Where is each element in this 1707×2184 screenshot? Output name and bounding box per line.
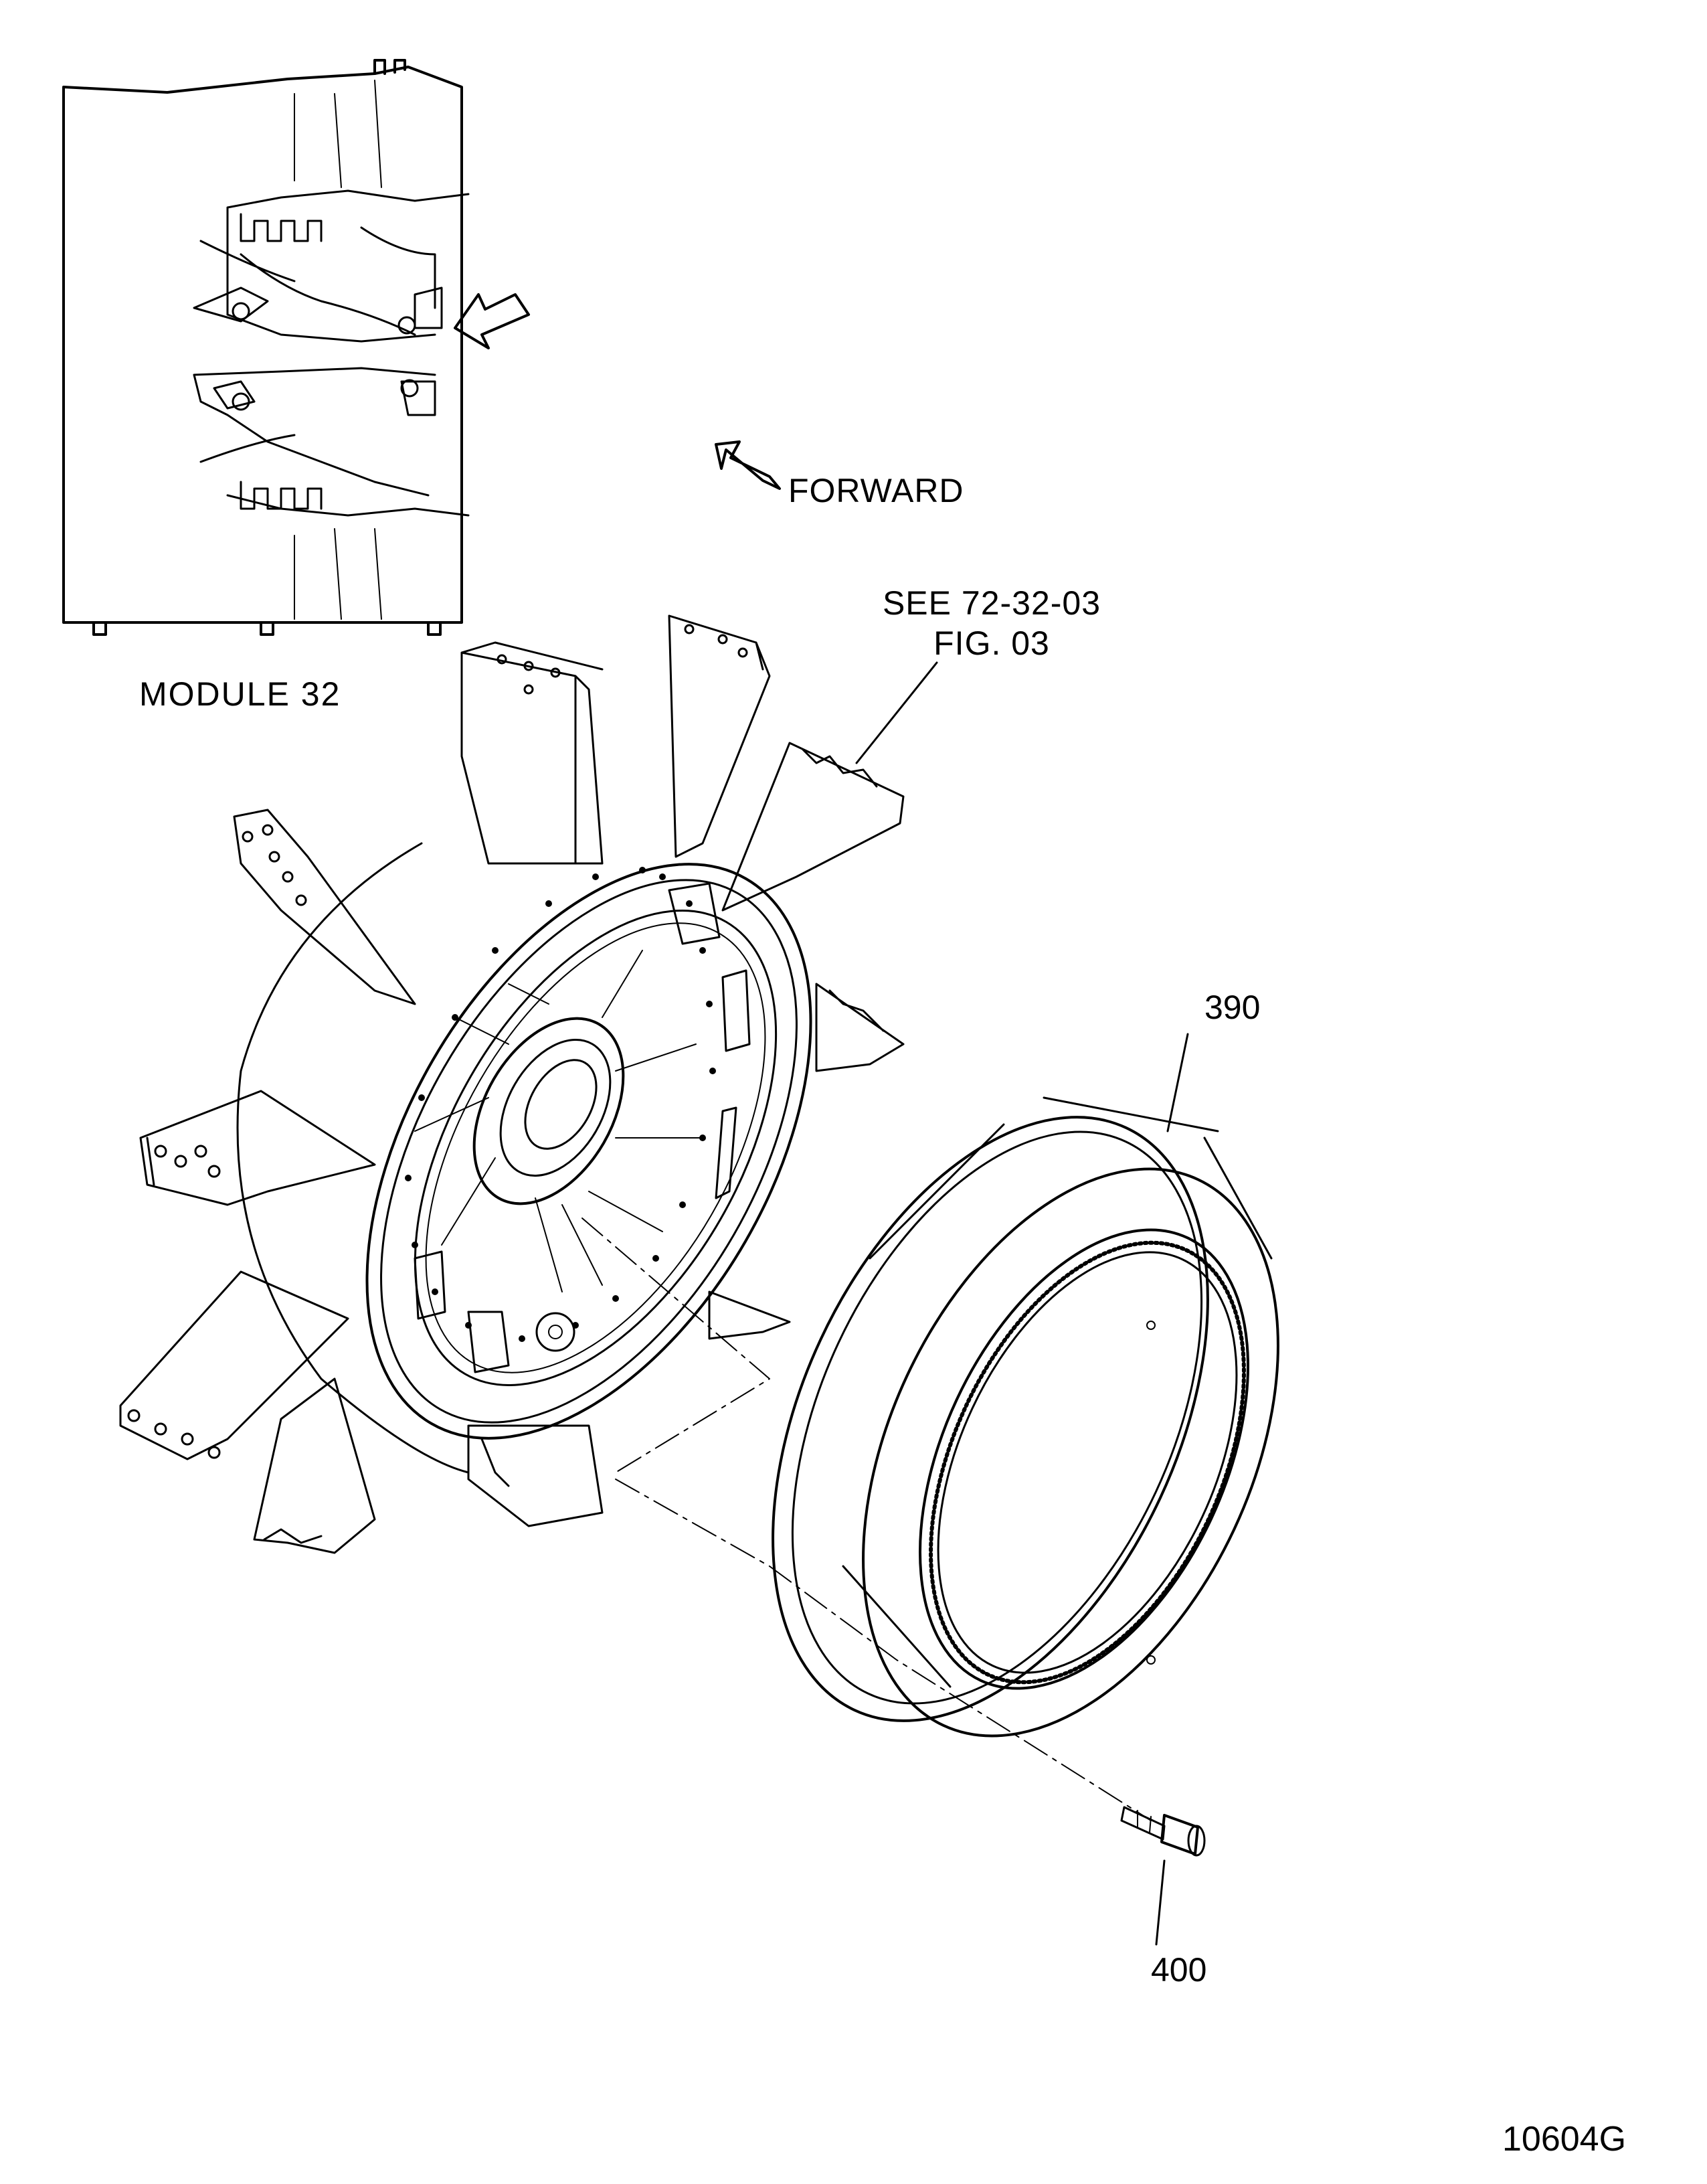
hub-outer xyxy=(444,993,654,1230)
callout-390: 390 xyxy=(1204,989,1261,1026)
blade-lower-right xyxy=(709,1292,790,1339)
inset-bearing-lower-right xyxy=(401,380,418,396)
blade-left-middle xyxy=(141,1091,375,1205)
inset-bearing-upper-right xyxy=(399,317,415,333)
inset-upper-section xyxy=(194,191,468,341)
inset-vertical-lines xyxy=(294,80,381,619)
inset-bearing-lower-left xyxy=(233,394,249,410)
leader-400 xyxy=(1156,1861,1164,1944)
inset-frame xyxy=(64,67,462,622)
strut-blades xyxy=(120,616,903,1553)
inset-lower-section xyxy=(194,368,468,515)
blade-right-lower xyxy=(816,984,903,1071)
module-label: MODULE 32 xyxy=(139,675,341,713)
hub-mid xyxy=(478,1021,632,1195)
ring-body-lines xyxy=(843,1098,1271,1687)
blade-left-upper xyxy=(234,810,415,1004)
alignment-line-1 xyxy=(582,1218,770,1473)
inset-top-flange xyxy=(375,60,405,74)
blade-right xyxy=(723,743,903,910)
frame-window-2 xyxy=(723,971,749,1051)
inset-pointer-arrow xyxy=(455,295,529,348)
inset-bearing-upper-left xyxy=(233,303,249,319)
figure-number: 10604G xyxy=(1502,2120,1627,2159)
frame-window-4 xyxy=(468,1312,509,1372)
callout-400: 400 xyxy=(1151,1951,1207,1989)
inset-bottom-flange xyxy=(94,622,440,635)
reference-leader xyxy=(857,663,937,763)
part-390-ring xyxy=(685,1049,1362,1802)
blade-bottom xyxy=(254,1379,375,1553)
blade-top xyxy=(462,643,602,863)
bolt-plate xyxy=(537,1313,574,1351)
frame-bolt-holes xyxy=(405,867,716,1342)
frame-window-3 xyxy=(716,1108,736,1198)
hub-disc-outline xyxy=(238,843,468,1473)
module-inset xyxy=(64,60,529,635)
frame-spokes xyxy=(415,950,703,1292)
frame-window-5 xyxy=(415,1252,445,1319)
blade-bottom-center xyxy=(468,1426,602,1526)
forward-label: FORWARD xyxy=(788,472,964,509)
frame-window-1 xyxy=(669,884,719,944)
main-frame-ring xyxy=(275,788,903,1514)
part-400-bolt xyxy=(1121,1807,1204,1855)
alignment-line-2 xyxy=(616,1479,1151,1821)
blade-top-right xyxy=(669,616,770,857)
reference-line-1: SEE 72-32-03 xyxy=(882,584,1101,622)
hub-inner xyxy=(511,1047,611,1161)
reference-line-2: FIG. 03 xyxy=(933,624,1050,662)
blade-left-lower xyxy=(120,1272,348,1459)
forward-arrow-icon xyxy=(716,442,780,489)
leader-390 xyxy=(1168,1034,1188,1131)
